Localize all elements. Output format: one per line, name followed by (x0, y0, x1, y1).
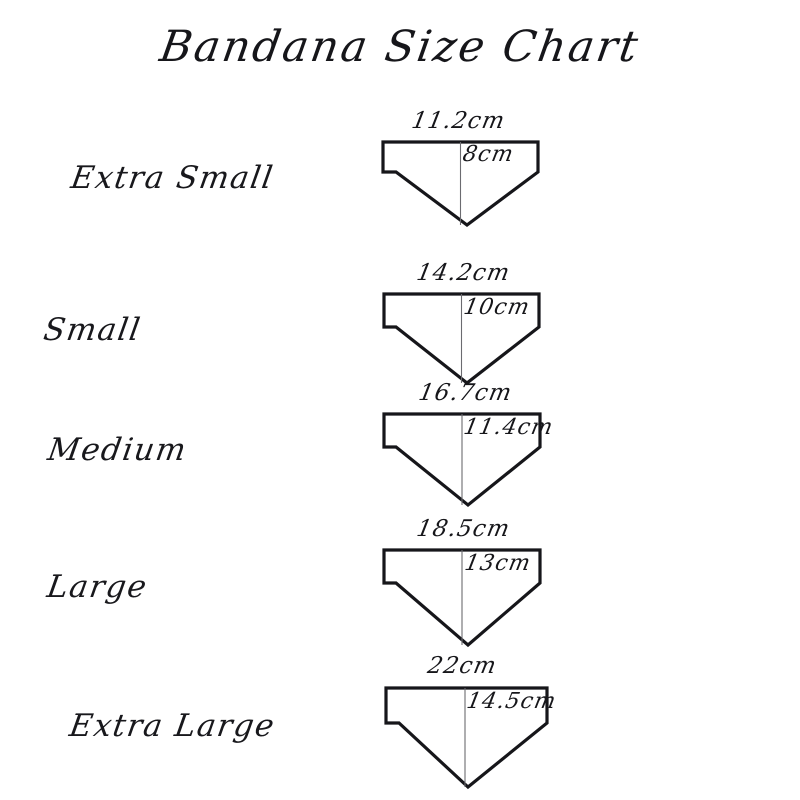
size-label-extra-small: Extra Small (68, 160, 277, 196)
size-label-extra-large: Extra Large (66, 708, 279, 744)
size-label-medium: Medium (45, 432, 190, 468)
dimension-width-small: 14.2cm (414, 260, 513, 286)
dimension-height-medium: 11.4cm (461, 415, 556, 440)
page-title: Bandana Size Chart (156, 22, 644, 72)
dimension-height-large: 13cm (462, 551, 534, 576)
dimension-width-extra-large: 22cm (425, 653, 500, 679)
bandana-outline-icon (381, 140, 540, 227)
bandana-shape-extra-large: 22cm 14.5cm (355, 653, 595, 790)
dimension-width-large: 18.5cm (414, 516, 513, 542)
bandana-shape-medium: 16.7cm 11.4cm (355, 380, 595, 520)
dimension-width-extra-small: 11.2cm (409, 108, 508, 134)
bandana-outline-icon (382, 548, 542, 648)
bandana-outline-icon (384, 686, 549, 790)
bandana-outline-icon (382, 412, 542, 508)
dimension-height-extra-large: 14.5cm (464, 689, 559, 714)
dimension-height-extra-small: 8cm (460, 142, 517, 167)
bandana-shape-extra-small: 11.2cm 8cm (355, 108, 595, 248)
dimension-height-small: 10cm (461, 295, 533, 320)
bandana-shape-large: 18.5cm 13cm (355, 516, 595, 655)
bandana-outline-icon (382, 292, 541, 386)
bandana-shape-small: 14.2cm 10cm (355, 260, 595, 400)
size-label-small: Small (41, 312, 144, 348)
dimension-width-medium: 16.7cm (416, 380, 515, 406)
bandana-pentagon-path (384, 686, 549, 790)
size-label-large: Large (44, 569, 151, 605)
